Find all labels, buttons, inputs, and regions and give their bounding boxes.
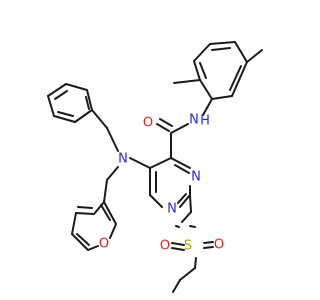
sulfonyl-oxygen-label: O: [214, 238, 224, 253]
bond: [179, 194, 191, 208]
bond: [65, 83, 88, 91]
atom-labels: O N H N N N S O O O: [99, 113, 224, 254]
bond: [173, 79, 201, 84]
bond: [172, 279, 181, 293]
bond: [189, 225, 196, 228]
bond: [211, 95, 233, 100]
bond: [179, 267, 196, 281]
sulfur-label: S: [184, 239, 192, 254]
bond: [156, 123, 170, 132]
bond: [109, 223, 117, 239]
bond: [193, 60, 201, 81]
bond: [159, 118, 173, 127]
bond: [106, 166, 119, 181]
pyrimidine-nitrogen-label: N: [167, 202, 177, 217]
bond-inner: [177, 193, 187, 204]
bond-inner: [57, 111, 74, 117]
bond-inner: [229, 65, 242, 91]
bonds: [47, 41, 263, 293]
bond: [170, 157, 191, 169]
bond: [170, 123, 189, 134]
bond: [203, 241, 214, 244]
bond: [87, 245, 99, 251]
bond: [86, 89, 93, 111]
bond: [47, 83, 67, 97]
bond: [47, 95, 55, 117]
bond: [91, 109, 108, 129]
bond: [129, 157, 151, 169]
bond: [103, 201, 117, 225]
bond: [103, 179, 108, 203]
bond: [193, 43, 211, 62]
bond: [175, 225, 180, 228]
bond: [74, 109, 93, 123]
bond-inner: [76, 233, 90, 246]
bond: [106, 127, 119, 152]
amide-hydrogen-label: H: [200, 114, 210, 129]
bond: [93, 201, 105, 215]
amide-oxygen-label: O: [143, 116, 153, 131]
bond: [71, 212, 77, 235]
bond: [246, 49, 263, 63]
bond-inner: [199, 62, 207, 79]
bond-inner: [85, 96, 90, 110]
bond: [171, 242, 185, 246]
pyrimidine-nitrogen-label: N: [191, 170, 201, 185]
bond: [231, 61, 248, 97]
bond: [189, 194, 192, 213]
bond: [171, 247, 185, 251]
bond-inner: [174, 164, 190, 174]
bond-inner: [211, 47, 231, 51]
bond-inner: [54, 90, 68, 100]
furan-oxygen-label: O: [99, 237, 109, 252]
bond-inner: [100, 204, 111, 221]
bond: [149, 157, 172, 169]
bond: [203, 246, 214, 249]
bond: [202, 98, 213, 116]
structure-diagram: O N H N N N S O O O: [47, 41, 263, 293]
bond: [234, 41, 248, 63]
amide-nitrogen-label: N: [189, 113, 199, 128]
amine-nitrogen-label: N: [118, 152, 128, 167]
bond: [53, 115, 76, 123]
bond: [194, 257, 197, 269]
bond-inner: [77, 206, 93, 209]
bond: [71, 233, 89, 251]
bond: [209, 41, 236, 45]
bond: [199, 79, 213, 100]
bond: [75, 212, 95, 215]
sulfonyl-oxygen-label: O: [160, 239, 170, 254]
bond: [181, 211, 192, 223]
bond: [149, 194, 163, 208]
